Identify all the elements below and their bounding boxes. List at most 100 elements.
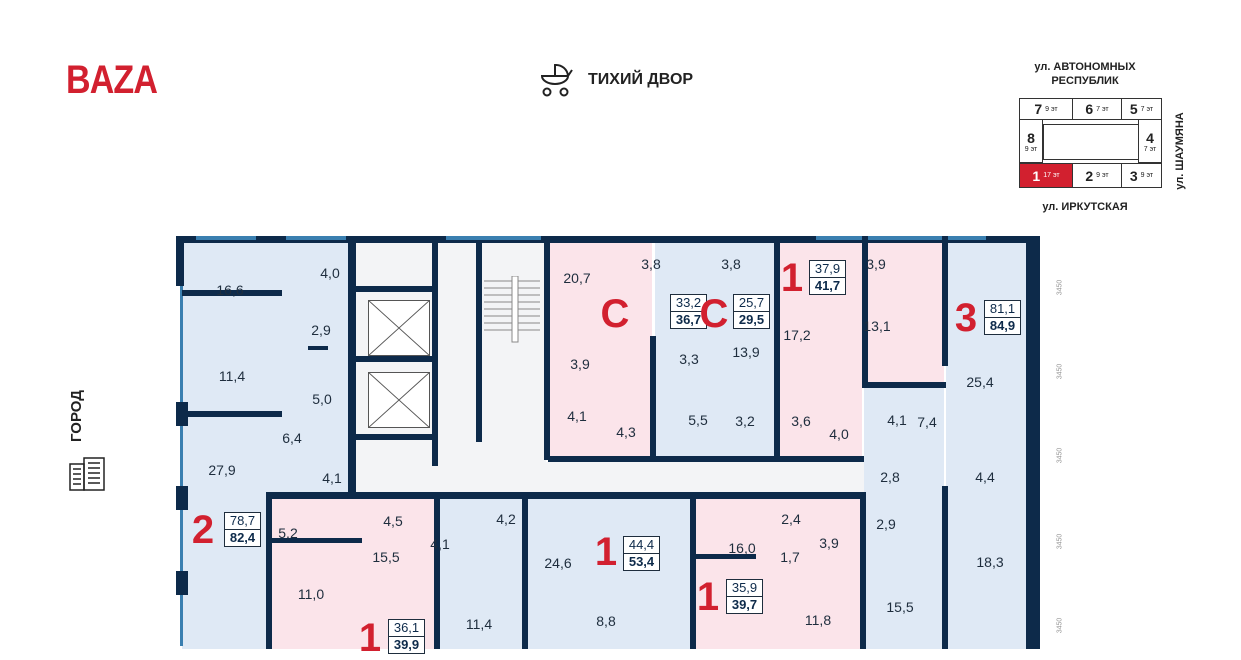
wall: [548, 456, 864, 462]
room-area: 16,0: [728, 540, 756, 556]
room-area: 13,1: [863, 318, 891, 334]
wall: [182, 411, 282, 417]
wall: [434, 492, 440, 649]
apartment-c1-area[interactable]: [548, 242, 652, 460]
apartment-1c-area[interactable]: [526, 498, 692, 649]
window: [816, 236, 986, 240]
window: [446, 236, 541, 240]
room-area: 3,8: [641, 256, 661, 272]
room-area: 4,0: [320, 265, 340, 281]
room-area: 17,2: [783, 327, 811, 343]
room-area: 24,6: [544, 555, 572, 571]
wall: [690, 492, 696, 649]
wall: [272, 538, 362, 543]
room-area: 18,3: [976, 554, 1004, 570]
room-area: 3,2: [735, 413, 755, 429]
apartment-type-badge: С: [600, 292, 630, 336]
apartment-type-badge: 3: [954, 296, 978, 340]
apartment-1d-area[interactable]: [694, 498, 860, 649]
wall: [354, 286, 434, 292]
street-top: ул. АВТОНОМНЫХ РЕСПУБЛИК: [1034, 61, 1136, 87]
room-area: 8,8: [596, 613, 616, 629]
room-area: 3,6: [791, 413, 811, 429]
wall: [354, 356, 434, 362]
wall: [176, 486, 188, 510]
wall: [862, 236, 868, 386]
room-area: 20,7: [563, 270, 591, 286]
stairs-icon: [484, 276, 540, 343]
wall: [176, 571, 188, 595]
dimension-label: 3450: [1056, 617, 1064, 634]
wall: [182, 290, 282, 296]
room-area: 25,4: [966, 374, 994, 390]
room-area: 7,4: [917, 414, 937, 430]
window: [286, 236, 346, 240]
room-area: 3,9: [570, 356, 590, 372]
room-area: 15,5: [886, 599, 914, 615]
wall: [522, 492, 528, 649]
room-area: 11,8: [804, 612, 832, 628]
street-bottom: ул. ИРКУТСКАЯ: [1042, 201, 1128, 213]
wall: [860, 492, 866, 649]
wall: [266, 492, 864, 499]
room-area: 2,9: [876, 516, 896, 532]
room-area: 4,5: [383, 513, 403, 529]
wall: [862, 382, 946, 388]
wall: [476, 242, 482, 442]
wall: [774, 236, 780, 460]
section-key-plan: ул. АВТОНОМНЫХ РЕСПУБЛИК ул. ШАУМЯНА ул.…: [1010, 60, 1210, 220]
apartment-type-badge: 1: [594, 530, 618, 574]
room-area: 15,5: [372, 549, 400, 565]
apartment-c2-area[interactable]: [655, 242, 775, 460]
corridor: [356, 462, 864, 494]
wall: [696, 554, 756, 559]
courtyard: [1043, 124, 1139, 160]
apartment-type-badge: 1: [780, 256, 804, 300]
dimension-label: 3450: [1056, 363, 1064, 380]
room-area: 3,3: [679, 351, 699, 367]
apartment-1c-hall[interactable]: [438, 498, 524, 649]
room-area: 16,6: [216, 282, 244, 298]
room-area: 27,9: [208, 462, 236, 478]
room-area: 2,4: [781, 511, 801, 527]
room-area: 11,4: [218, 368, 246, 384]
room-area: 13,9: [732, 344, 760, 360]
elevator-icon: [368, 300, 430, 356]
window: [196, 236, 256, 240]
wall: [650, 336, 656, 460]
room-area: 4,3: [616, 424, 636, 440]
room-area: 3,9: [866, 256, 886, 272]
dimension-label: 3450: [1056, 447, 1064, 464]
room-area: 11,4: [465, 616, 493, 632]
room-area: 11,0: [297, 586, 325, 602]
room-area: 2,9: [311, 322, 331, 338]
room-area: 4,1: [430, 536, 450, 552]
wall: [432, 242, 438, 466]
room-area: 5,2: [278, 525, 298, 541]
wall: [308, 346, 328, 350]
elevator-icon: [368, 372, 430, 428]
room-area: 4,0: [829, 426, 849, 442]
stroller-icon: [540, 63, 573, 97]
room-13-1[interactable]: [864, 242, 944, 384]
room-area: 1,7: [780, 549, 800, 565]
dimension-label: 3450: [1056, 533, 1064, 550]
dimension-label: 3450: [1056, 279, 1064, 296]
wall: [348, 236, 356, 498]
apartment-type-badge: 2: [191, 508, 215, 552]
apartment-3-hall[interactable]: [864, 386, 944, 649]
